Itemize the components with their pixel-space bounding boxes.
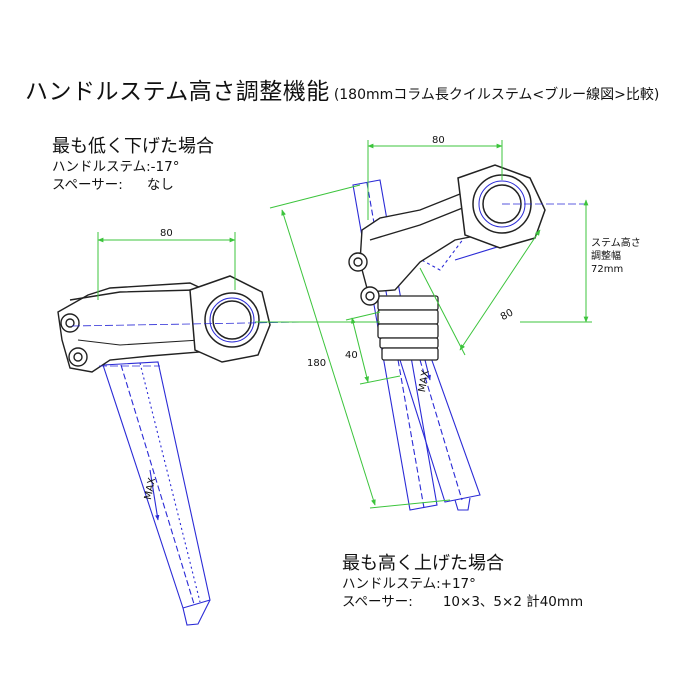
right-stem-assembly: MAX — [348, 164, 590, 511]
lowest-spacer-line: スペーサー: なし — [52, 176, 214, 194]
highest-spacer-value: 10×3、5×2 計40mm — [442, 594, 584, 610]
title-main: ハンドルステム高さ調整機能 — [25, 79, 330, 105]
right-reach-dimension — [367, 140, 503, 220]
left-reach-label: 80 — [160, 228, 173, 239]
highest-stem-label: ハンドルステム: — [342, 576, 441, 592]
spacer-stack — [377, 295, 439, 361]
left-max-mark: MAX — [143, 477, 158, 501]
highest-stem-value: +17° — [440, 576, 476, 592]
diagram-title: ハンドルステム高さ調整機能(180mmコラム長クイルステム<ブルー線図>比較) — [25, 72, 659, 106]
left-center-lines — [71, 321, 306, 367]
height-adjust-dimension — [255, 199, 592, 323]
column-length-dimension — [269, 184, 451, 509]
right-diagonal-label: 80 — [499, 307, 515, 323]
column-length-label: 180 — [307, 358, 326, 369]
right-reach-label: 80 — [432, 135, 445, 146]
title-sub: (180mmコラム長クイルステム<ブルー線図>比較) — [333, 87, 660, 103]
highest-spacer-label: スペーサー: — [342, 594, 413, 610]
adjust-note-line3: 72mm — [591, 264, 623, 275]
lowest-stem-value: -17° — [150, 159, 180, 175]
right-diagonal-dimension — [419, 229, 541, 356]
left-stem-assembly: MAX — [57, 275, 306, 626]
lowest-position-caption: 最も低く下げた場合 ハンドルステム:-17° スペーサー: なし — [52, 136, 214, 194]
adjust-note-line2: 調整幅 — [591, 249, 621, 262]
left-reach-dimension — [97, 232, 236, 300]
lowest-spacer-value: なし — [146, 177, 174, 193]
lowest-stem-label: ハンドルステム: — [52, 159, 151, 175]
left-stem-body — [57, 282, 213, 373]
right-max-mark: MAX — [417, 369, 432, 393]
adjust-note-line1: ステム高さ — [591, 236, 641, 249]
highest-stem-line: ハンドルステム:+17° — [342, 575, 583, 593]
lowest-heading: 最も低く下げた場合 — [52, 136, 214, 157]
highest-position-caption: 最も高く上げた場合 ハンドルステム:+17° スペーサー: 10×3、5×2 計4… — [342, 553, 583, 611]
lowest-spacer-label: スペーサー: — [52, 177, 123, 193]
left-quill-column — [102, 361, 211, 626]
left-handlebar-clamp — [189, 275, 271, 363]
spacer-stack-dimension — [345, 311, 401, 385]
highest-heading: 最も高く上げた場合 — [342, 553, 504, 574]
right-column — [399, 354, 481, 511]
spacer-stack-label: 40 — [345, 350, 358, 361]
lowest-stem-line: ハンドルステム:-17° — [52, 158, 214, 176]
highest-spacer-line: スペーサー: 10×3、5×2 計40mm — [342, 593, 583, 611]
